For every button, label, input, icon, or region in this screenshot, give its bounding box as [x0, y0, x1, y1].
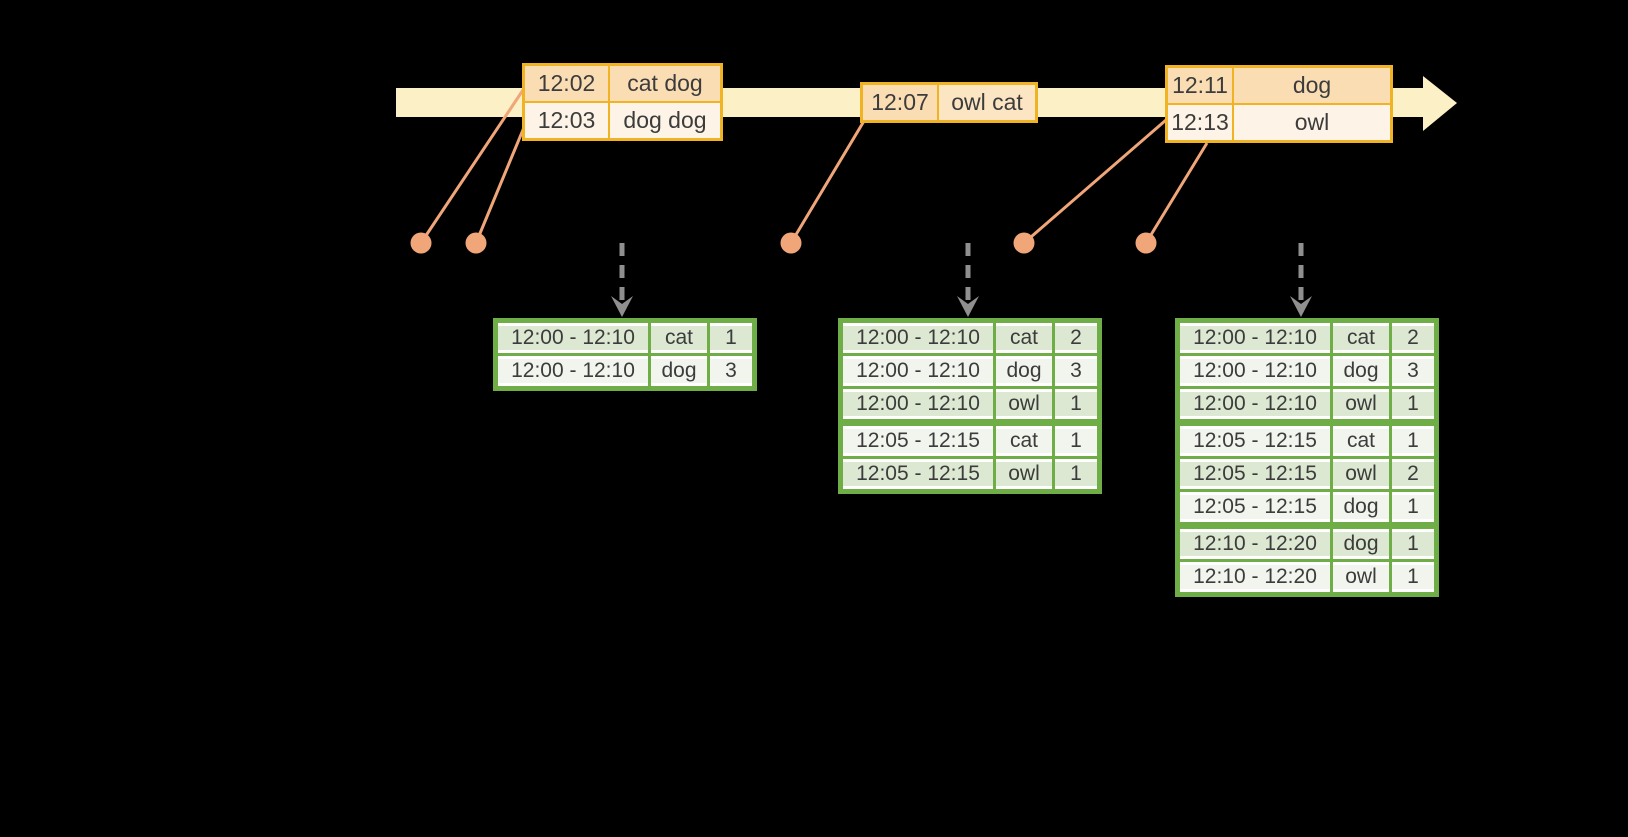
count-cell: 1: [1055, 426, 1097, 456]
count-cell: 1: [1392, 492, 1434, 522]
window-cell: 12:10 - 12:20: [1180, 562, 1330, 592]
event-dot: [1013, 232, 1035, 254]
window-cell: 12:10 - 12:20: [1180, 529, 1330, 559]
time-cell: 12:07: [863, 85, 937, 120]
trigger-arrowhead-icon: [611, 296, 633, 317]
event-dot: [465, 232, 487, 254]
word-cell: cat: [1333, 323, 1389, 353]
window-cell: 12:05 - 12:15: [843, 459, 993, 489]
count-cell: 2: [1055, 323, 1097, 353]
count-cell: 1: [1392, 529, 1434, 559]
words-cell: owl: [1234, 105, 1390, 140]
count-cell: 1: [1392, 389, 1434, 419]
count-cell: 1: [1055, 459, 1097, 489]
trigger-arrowhead-icon: [957, 296, 979, 317]
window-cell: 12:00 - 12:10: [498, 323, 648, 353]
count-cell: 3: [710, 356, 752, 386]
window-cell: 12:00 - 12:10: [1180, 389, 1330, 419]
event-dot: [780, 232, 802, 254]
word-cell: owl: [996, 459, 1052, 489]
words-cell: cat dog: [610, 66, 720, 101]
time-cell: 12:03: [525, 103, 608, 138]
window-cell: 12:00 - 12:10: [843, 356, 993, 386]
word-cell: owl: [996, 389, 1052, 419]
window-cell: 12:00 - 12:10: [498, 356, 648, 386]
word-cell: dog: [1333, 529, 1389, 559]
event-connector-line: [474, 124, 527, 244]
word-cell: cat: [1333, 426, 1389, 456]
count-cell: 3: [1392, 356, 1434, 386]
count-cell: 2: [1392, 459, 1434, 489]
count-cell: 2: [1392, 323, 1434, 353]
count-cell: 1: [1392, 426, 1434, 456]
word-cell: cat: [996, 426, 1052, 456]
event-dot: [410, 232, 432, 254]
window-cell: 12:05 - 12:15: [1180, 426, 1330, 456]
event-connector-line: [1144, 142, 1209, 244]
window-cell: 12:05 - 12:15: [843, 426, 993, 456]
word-cell: dog: [651, 356, 707, 386]
window-cell: 12:00 - 12:10: [843, 323, 993, 353]
word-cell: owl: [1333, 562, 1389, 592]
word-cell: dog: [1333, 356, 1389, 386]
event-connector-line: [789, 120, 866, 244]
window-cell: 12:05 - 12:15: [1180, 492, 1330, 522]
event-dot: [1135, 232, 1157, 254]
words-cell: dog: [1234, 68, 1390, 103]
window-cell: 12:00 - 12:10: [1180, 356, 1330, 386]
word-cell: owl: [1333, 389, 1389, 419]
time-cell: 12:02: [525, 66, 608, 101]
word-cell: cat: [651, 323, 707, 353]
word-cell: owl: [1333, 459, 1389, 489]
window-cell: 12:00 - 12:10: [1180, 323, 1330, 353]
words-cell: owl cat: [939, 85, 1035, 120]
count-cell: 3: [1055, 356, 1097, 386]
window-cell: 12:00 - 12:10: [843, 389, 993, 419]
event-connector-line: [1023, 118, 1167, 245]
words-cell: dog dog: [610, 103, 720, 138]
count-cell: 1: [1392, 562, 1434, 592]
count-cell: 1: [1055, 389, 1097, 419]
time-cell: 12:13: [1168, 105, 1232, 140]
time-cell: 12:11: [1168, 68, 1232, 103]
trigger-arrowhead-icon: [1290, 296, 1312, 317]
word-cell: dog: [1333, 492, 1389, 522]
word-cell: cat: [996, 323, 1052, 353]
word-cell: dog: [996, 356, 1052, 386]
window-cell: 12:05 - 12:15: [1180, 459, 1330, 489]
count-cell: 1: [710, 323, 752, 353]
timeline-arrowhead-icon: [1423, 76, 1457, 131]
